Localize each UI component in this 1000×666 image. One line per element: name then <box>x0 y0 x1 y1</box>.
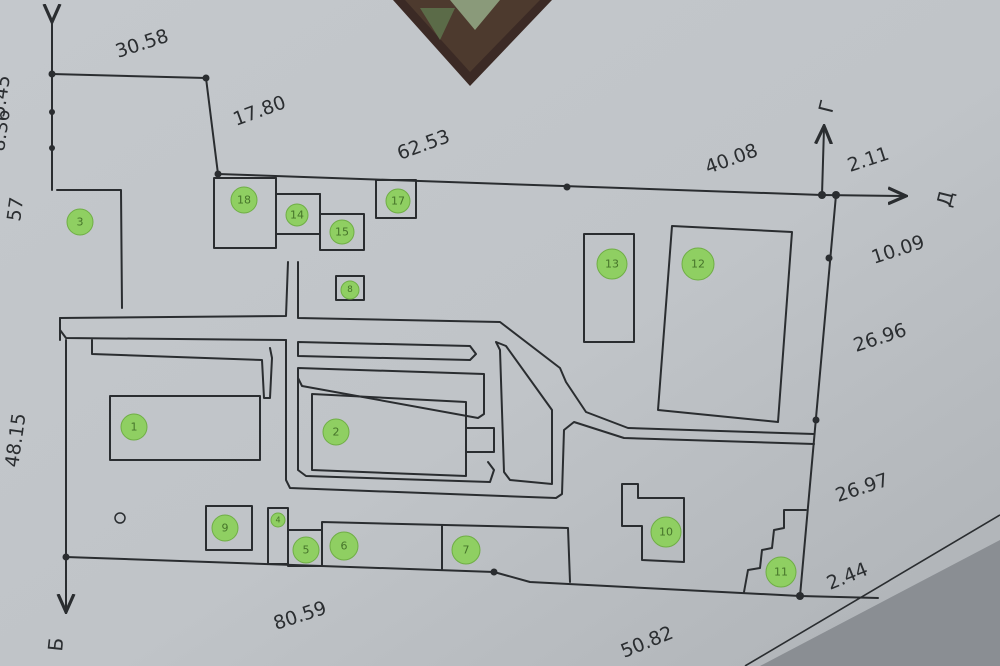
svg-text:2: 2 <box>333 426 340 439</box>
paper-edge-line <box>744 514 1000 666</box>
badge-17: 17 <box>385 188 411 214</box>
dark-corner <box>760 540 1000 666</box>
svg-text:15: 15 <box>335 226 349 239</box>
badge-9: 9 <box>211 514 239 542</box>
svg-text:12: 12 <box>691 258 705 271</box>
svg-text:9: 9 <box>222 522 229 535</box>
photo-fragment-icon <box>393 0 552 86</box>
label-g: Г <box>814 98 840 116</box>
badge-5: 5 <box>292 536 320 564</box>
badge-18: 18 <box>230 186 258 214</box>
svg-text:4: 4 <box>275 516 280 525</box>
svg-text:18: 18 <box>237 194 251 207</box>
svg-text:6: 6 <box>341 540 348 553</box>
svg-text:3: 3 <box>77 216 84 229</box>
survey-nodes <box>48 70 840 600</box>
boundary-lines <box>52 20 904 610</box>
badge-8: 8 <box>340 280 360 300</box>
label-b: Б <box>43 636 68 652</box>
badge-11: 11 <box>765 556 797 588</box>
svg-text:10: 10 <box>659 526 673 539</box>
badge-15: 15 <box>329 219 355 245</box>
svg-text:17: 17 <box>391 195 405 208</box>
badge-2: 2 <box>322 418 350 446</box>
structures <box>56 177 807 593</box>
badge-6: 6 <box>329 531 359 561</box>
svg-text:14: 14 <box>290 209 304 222</box>
circle-marker-icon <box>114 512 126 524</box>
svg-text:1: 1 <box>131 421 138 434</box>
svg-text:5: 5 <box>303 544 310 557</box>
badge-7: 7 <box>451 535 481 565</box>
svg-text:8: 8 <box>347 285 353 295</box>
badge-14: 14 <box>285 203 309 227</box>
badge-1: 1 <box>120 413 148 441</box>
internal-roads <box>59 261 815 499</box>
badge-10: 10 <box>650 516 682 548</box>
svg-text:7: 7 <box>463 544 470 557</box>
point-labels: Г Д Б <box>43 98 959 653</box>
svg-text:13: 13 <box>605 258 619 271</box>
badge-13: 13 <box>596 248 628 280</box>
badge-12: 12 <box>681 247 715 281</box>
svg-text:11: 11 <box>774 566 788 579</box>
building-badges: 1 2 3 4 5 6 7 8 9 10 11 12 13 14 15 17 1… <box>66 186 797 588</box>
label-d: Д <box>932 188 959 209</box>
badge-3: 3 <box>66 208 94 236</box>
dim-57: 57 <box>3 196 28 223</box>
badge-4: 4 <box>270 512 286 528</box>
